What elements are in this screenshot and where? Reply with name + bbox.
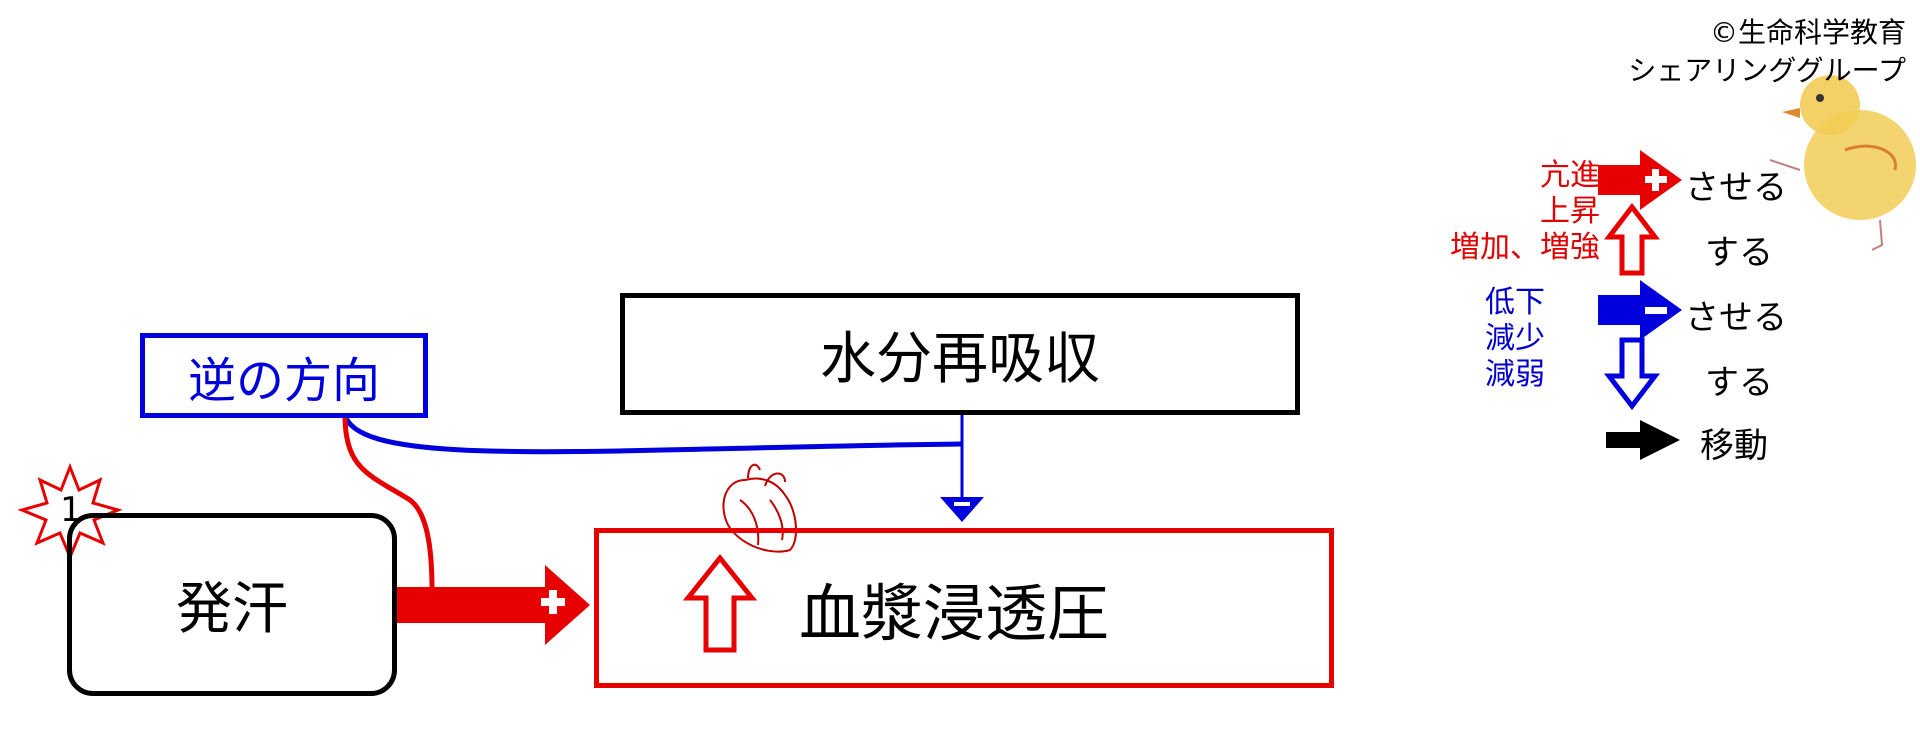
copyright-line2: シェアリンググループ — [1628, 54, 1906, 87]
increase-arrow-icon — [682, 553, 758, 653]
legend-promote-arrow — [1598, 150, 1682, 210]
sweating-label: 発汗 — [176, 577, 288, 642]
sweating-box: 発汗 — [67, 513, 397, 696]
reverse-direction-box: 逆の方向 — [140, 333, 428, 418]
step-number: 1 — [60, 490, 82, 530]
blue-connector-line — [342, 414, 963, 455]
legend-suru-blue: する — [1705, 363, 1773, 403]
legend-red-terms: 亢進 上昇 増加、増強 — [1450, 158, 1600, 266]
plasma-osmotic-pressure-label: 血漿浸透圧 — [799, 577, 1110, 650]
promote-arrow — [397, 565, 590, 645]
legend-term-weaken: 減弱 — [1485, 357, 1545, 392]
legend-saseru-red: させる — [1685, 168, 1787, 208]
water-reabsorption-box: 水分再吸収 — [620, 293, 1300, 415]
legend-term-decline: 低下 — [1485, 285, 1545, 320]
legend-saseru-blue: させる — [1685, 298, 1787, 338]
legend-term-rise: 上昇 — [1540, 194, 1600, 229]
duck-illustration-icon — [1769, 75, 1916, 251]
legend-term-accelerate: 亢進 — [1540, 158, 1600, 193]
legend-decrease-arrow — [1603, 337, 1661, 411]
water-reabsorption-label: 水分再吸収 — [820, 326, 1100, 392]
red-connector-line — [342, 414, 435, 591]
copyright: ©生命科学教育 シェアリンググループ — [1628, 14, 1906, 90]
copyright-line1: ©生命科学教育 — [1709, 16, 1906, 49]
legend-term-reduce: 減少 — [1485, 321, 1545, 356]
legend-move-arrow — [1606, 420, 1680, 460]
plasma-osmotic-pressure-box: 血漿浸透圧 — [594, 528, 1334, 688]
blue-inhibit-arrowhead — [940, 497, 984, 522]
legend-blue-terms: 低下 減少 減弱 — [1470, 285, 1560, 393]
legend-increase-arrow — [1603, 202, 1661, 276]
legend-term-increase: 増加、増強 — [1450, 230, 1600, 265]
blue-minus-sign — [954, 502, 970, 506]
heart-icon — [722, 463, 797, 553]
legend-suru-red: する — [1705, 233, 1773, 273]
legend-inhibit-arrow — [1598, 280, 1682, 340]
reverse-direction-label: 逆の方向 — [187, 352, 380, 409]
legend-move: 移動 — [1700, 426, 1768, 466]
